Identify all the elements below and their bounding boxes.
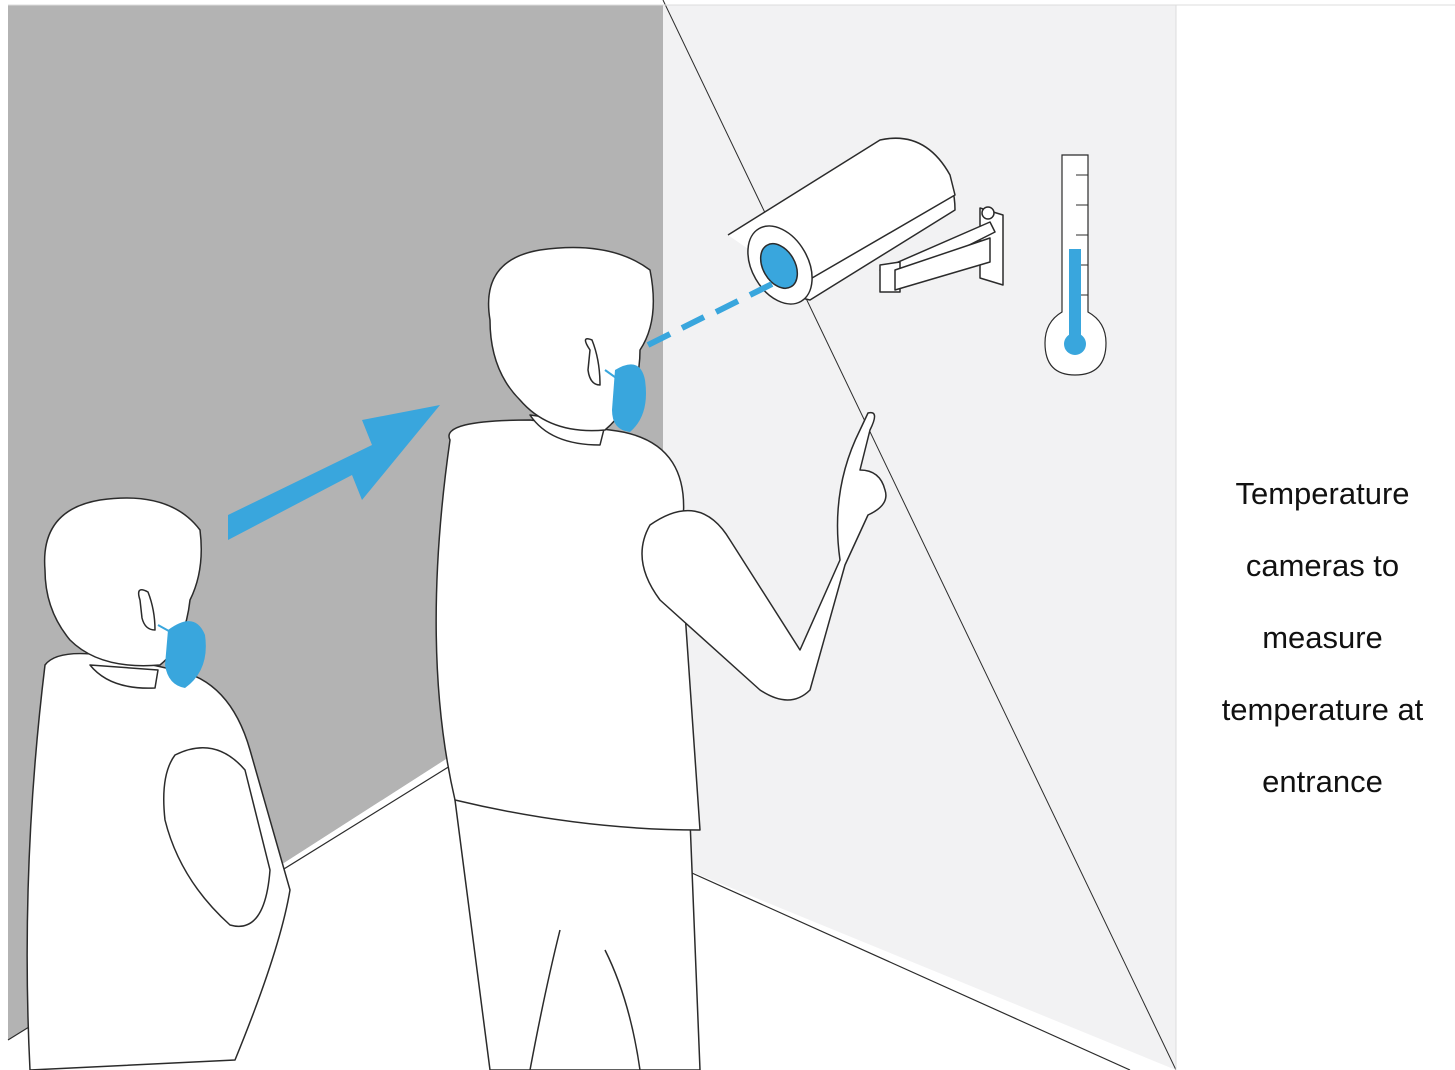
caption-line-2: cameras to xyxy=(1190,548,1455,584)
thermometer-bulb xyxy=(1064,333,1086,355)
caption-line-5: entrance xyxy=(1190,764,1455,800)
caption-line-3: measure xyxy=(1190,620,1455,656)
caption-line-4: temperature at xyxy=(1190,692,1455,728)
caption-line-1: Temperature xyxy=(1190,476,1455,512)
caption: Temperature cameras to measure temperatu… xyxy=(1190,440,1455,836)
thermometer-fill xyxy=(1069,249,1081,340)
